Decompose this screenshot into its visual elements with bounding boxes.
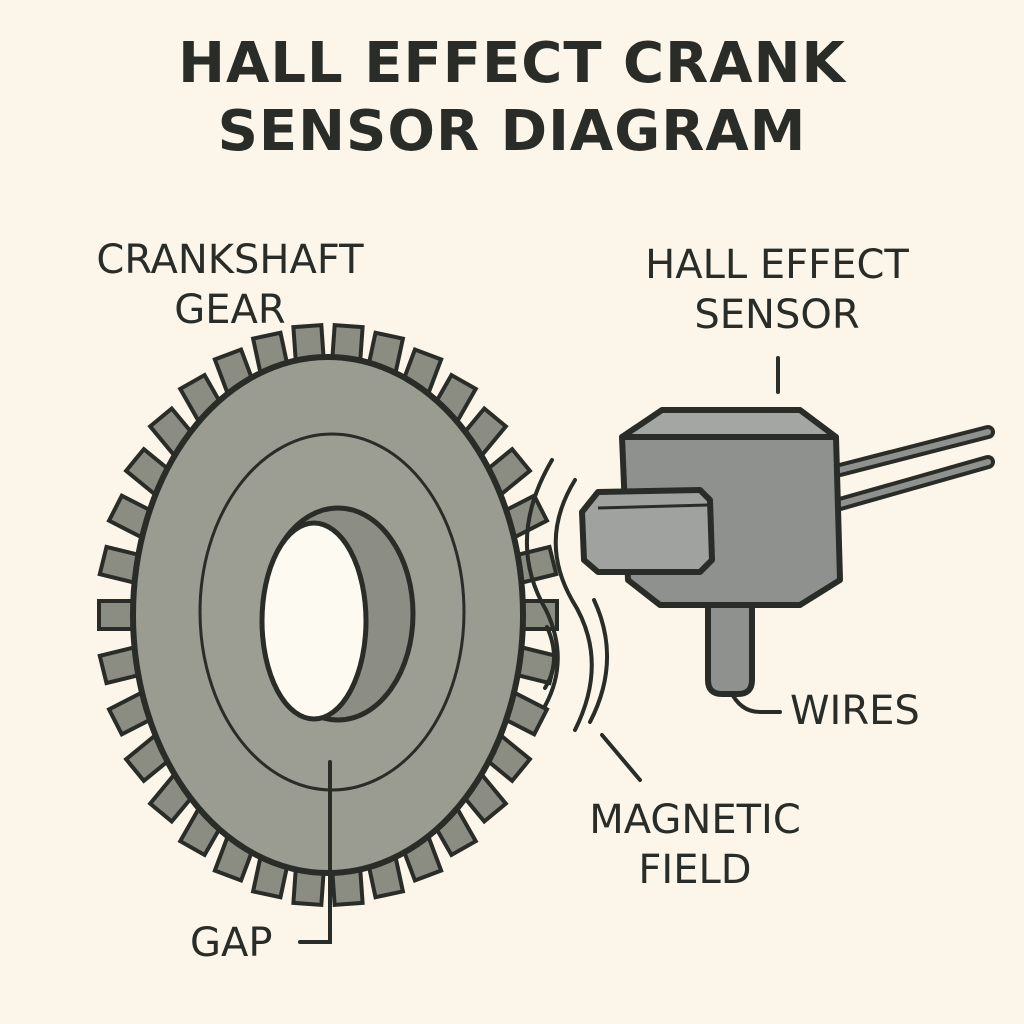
sensor-stem bbox=[705, 582, 755, 697]
sensor-tip bbox=[579, 487, 715, 575]
field-wave-3 bbox=[543, 625, 557, 690]
crankshaft-gear-label: CRANKSHAFT GEAR bbox=[96, 237, 364, 333]
field-wave-4 bbox=[588, 598, 609, 724]
gap-label: GAP bbox=[190, 920, 273, 966]
field-wave-2 bbox=[553, 478, 594, 732]
title-line-1: HALL EFFECT CRANK bbox=[178, 31, 846, 96]
gear-hole bbox=[259, 520, 369, 722]
leader-lines bbox=[298, 356, 782, 944]
magnetic-field-leader bbox=[600, 733, 642, 782]
hall-effect-sensor-label: HALL EFFECT SENSOR bbox=[645, 242, 909, 338]
hall-effect-sensor-icon bbox=[579, 407, 843, 697]
wires-label: WIRES bbox=[790, 688, 920, 734]
magnetic-field-label: MAGNETIC FIELD bbox=[589, 797, 801, 893]
crankshaft-gear-icon bbox=[97, 323, 559, 907]
magnetic-field-waves-icon bbox=[524, 458, 609, 732]
gap-leader bbox=[298, 760, 332, 944]
title-line-2: SENSOR DIAGRAM bbox=[217, 99, 807, 164]
field-wave-1 bbox=[524, 458, 560, 708]
page-title: HALL EFFECT CRANK SENSOR DIAGRAM bbox=[0, 30, 1024, 166]
wires-icon bbox=[833, 425, 995, 511]
